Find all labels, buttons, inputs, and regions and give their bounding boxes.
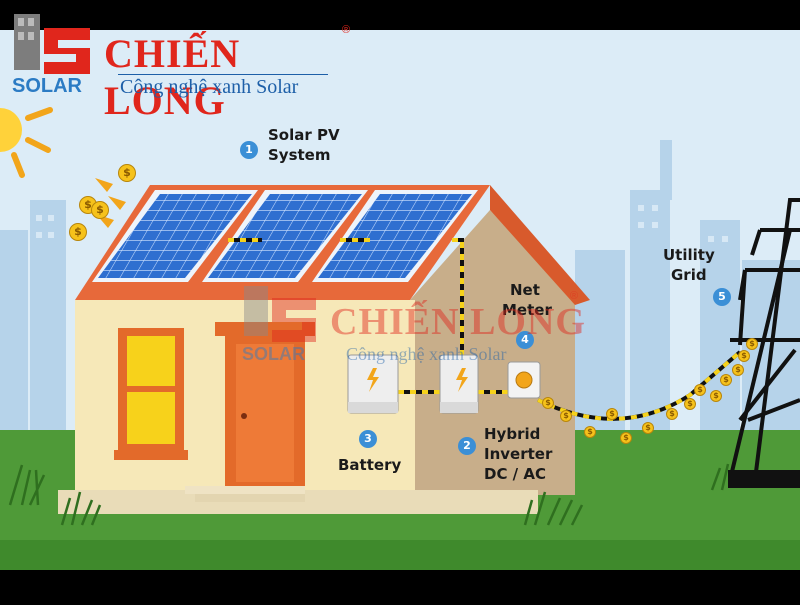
label-utility-line2: Grid xyxy=(671,266,707,284)
building-windows xyxy=(36,205,728,242)
label-battery-line1: Battery xyxy=(338,456,402,474)
logo-registered-mark: ® xyxy=(342,24,351,36)
roof-gable-edge xyxy=(490,185,590,305)
grass-foreground xyxy=(0,540,800,570)
coin-icon: $ xyxy=(118,164,136,182)
coin-icon: $ xyxy=(69,223,87,241)
label-solar-pv: Solar PV System xyxy=(268,125,340,165)
coin-icon: $ xyxy=(684,398,696,410)
label-solar-pv-line2: System xyxy=(268,146,331,164)
watermark-slogan: Công nghệ xanh Solar xyxy=(346,344,507,364)
inverter-unit xyxy=(439,354,479,414)
label-hybrid-line1: Hybrid xyxy=(484,425,541,443)
badge-battery: 3 xyxy=(359,430,377,448)
bottom-border xyxy=(0,570,800,600)
logo-slogan: Công nghệ xanh Solar xyxy=(120,76,299,98)
coin-icon: $ xyxy=(542,397,554,409)
door-lintel xyxy=(215,322,315,336)
coin-icon: $ xyxy=(606,408,618,420)
window-pane-top xyxy=(127,336,175,386)
transmission-tower-icon xyxy=(728,198,800,481)
coin-icon: $ xyxy=(746,338,758,350)
badge-hybrid-inverter: 2 xyxy=(458,437,476,455)
lightning-icon xyxy=(456,368,468,392)
coin-icon: $ xyxy=(710,390,722,402)
label-solar-pv-line1: Solar PV xyxy=(268,126,340,144)
watermark-registered-mark: ® xyxy=(570,290,579,302)
logo-solar-text: SOLAR xyxy=(12,75,82,97)
badge-net-meter: 4 xyxy=(516,331,534,349)
coin-icon: $ xyxy=(620,432,632,444)
label-utility-line1: Utility xyxy=(663,246,715,264)
coin-icon: $ xyxy=(642,422,654,434)
door-step-1 xyxy=(185,486,305,494)
coin-icon: $ xyxy=(732,364,744,376)
solar-panel-3 xyxy=(318,194,472,278)
label-hybrid-line2: Inverter xyxy=(484,445,553,463)
meter-icon xyxy=(507,361,541,399)
watermark-name: CHIẾN LONG xyxy=(330,301,586,343)
brand-logo: SOLAR CHIẾN LONG ® Công nghệ xanh Solar xyxy=(0,0,360,123)
label-net-meter-line2: Meter xyxy=(502,301,552,319)
solar-panel-2 xyxy=(208,194,362,278)
logo-mark-icon xyxy=(14,14,90,74)
coin-icon: $ xyxy=(560,410,572,422)
label-net-meter-line1: Net xyxy=(510,281,540,299)
sun-icon xyxy=(0,107,53,178)
lightning-icon xyxy=(367,368,379,392)
label-utility-grid: Utility Grid xyxy=(663,245,715,285)
top-border xyxy=(0,0,800,30)
solar-panels xyxy=(92,190,478,282)
watermark-mark-icon xyxy=(244,286,316,342)
label-hybrid-inverter: Hybrid Inverter DC / AC xyxy=(484,424,552,484)
wiring xyxy=(228,238,742,421)
solar-panel-1 xyxy=(98,194,252,278)
door-step-2 xyxy=(195,494,305,502)
badge-solar-pv: 1 xyxy=(240,141,258,159)
coin-icon: $ xyxy=(738,350,750,362)
logo-name: CHIẾN LONG xyxy=(104,31,241,123)
watermark-solar-text: SOLAR xyxy=(242,344,305,364)
window-sill xyxy=(114,450,188,460)
tower-base xyxy=(728,470,800,488)
grass-icon xyxy=(8,463,730,526)
label-net-meter: Net Meter xyxy=(502,280,552,320)
badge-utility-grid: 5 xyxy=(713,288,731,306)
logo-divider xyxy=(118,74,328,75)
coin-icon: $ xyxy=(720,374,732,386)
door-knob xyxy=(241,413,247,419)
label-hybrid-line3: DC / AC xyxy=(484,465,546,483)
label-battery: Battery xyxy=(338,455,401,475)
window-pane-bottom xyxy=(127,392,175,444)
watermark: SOLAR CHIẾN LONG ® Công nghệ xanh Solar xyxy=(240,280,600,370)
door-panel xyxy=(236,344,294,482)
coin-icon: $ xyxy=(666,408,678,420)
coin-icon: $ xyxy=(584,426,596,438)
coin-icon: $ xyxy=(91,201,109,219)
coin-icon: $ xyxy=(694,384,706,396)
house-side-wall xyxy=(410,210,575,495)
